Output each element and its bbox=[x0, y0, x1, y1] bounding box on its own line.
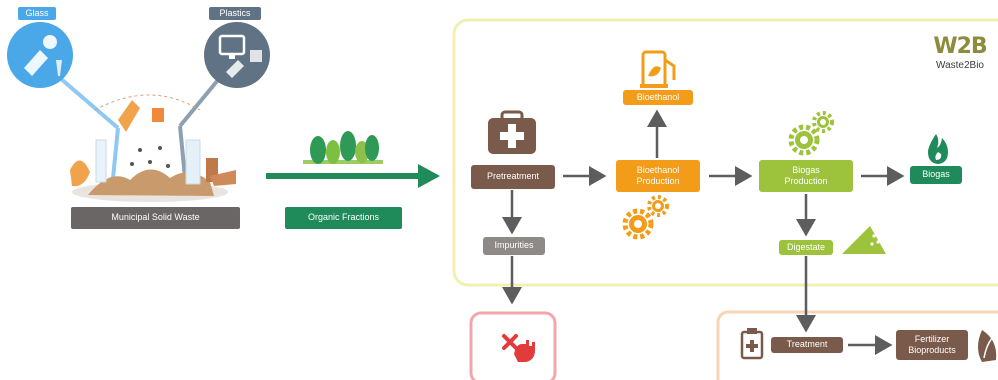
bioethanol-production-line2: Production bbox=[636, 176, 680, 186]
digestate-box: Digestate bbox=[779, 240, 833, 255]
biogas-production-line1: Biogas bbox=[792, 164, 820, 175]
leaf-icon bbox=[978, 330, 997, 362]
fuel-pump-icon bbox=[640, 50, 676, 88]
organic-fractions-box: Organic Fractions bbox=[285, 207, 402, 229]
biogas-product-box: Biogas bbox=[910, 166, 962, 184]
impurities-box: Impurities bbox=[483, 237, 545, 255]
pretreatment-box: Pretreatment bbox=[471, 165, 555, 189]
waste-pile-illustration bbox=[70, 94, 236, 202]
process-frame bbox=[452, 18, 998, 287]
municipal-solid-waste-box: Municipal Solid Waste bbox=[71, 207, 240, 229]
fertilizer-line1: Fertilizer bbox=[914, 333, 950, 344]
glass-icon bbox=[24, 35, 62, 76]
logo-mark: W2B bbox=[933, 34, 987, 59]
reject-hand-icon bbox=[502, 334, 535, 362]
flame-icon bbox=[928, 134, 948, 164]
bioethanol-product-box: Bioethanol bbox=[623, 90, 693, 105]
fertilizer-bioproducts-box: Fertilizer Bioproducts bbox=[896, 330, 968, 360]
reject-frame bbox=[469, 311, 557, 380]
logo-name: Waste2Bio bbox=[936, 60, 984, 71]
treatment-box: Treatment bbox=[771, 337, 843, 353]
fertilizer-line2: Bioproducts bbox=[908, 345, 956, 355]
biogas-production-box: Biogas Production bbox=[759, 160, 853, 192]
monitor-icon bbox=[218, 34, 262, 78]
fertilizer-frame bbox=[716, 310, 998, 380]
first-aid-kit-icon bbox=[488, 110, 536, 154]
biogas-production-line2: Production bbox=[784, 176, 828, 186]
clipboard-icon bbox=[740, 328, 764, 360]
gears-icon bbox=[622, 195, 669, 240]
glass-label: Glass bbox=[18, 7, 56, 20]
bioethanol-production-line1: Bioethanol bbox=[636, 164, 680, 175]
plastics-label: Plastics bbox=[209, 7, 261, 20]
waste2bio-logo: W2B Waste2Bio bbox=[928, 36, 992, 82]
pile-icon bbox=[842, 226, 886, 254]
bioethanol-production-box: Bioethanol Production bbox=[616, 160, 700, 192]
trees-icon bbox=[303, 131, 383, 164]
gears-icon bbox=[788, 111, 834, 156]
